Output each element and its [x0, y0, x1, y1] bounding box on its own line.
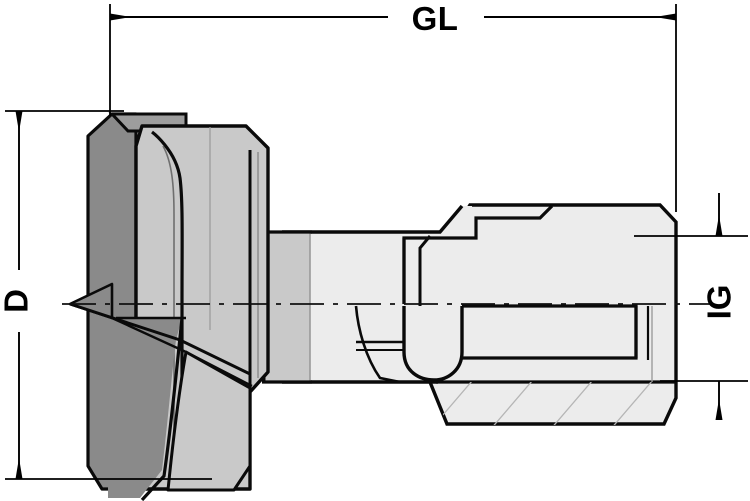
cutter-right-edges — [209, 127, 259, 392]
dimension-ig: IG — [634, 193, 748, 420]
flute-curve-upper — [151, 130, 184, 489]
hatch-line — [609, 382, 659, 425]
shoulder-fill — [262, 232, 310, 382]
collet-throat-taper — [418, 235, 432, 306]
cutter-lower-right-block — [166, 350, 252, 492]
ig-label: IG — [701, 285, 738, 320]
cutter-tip-cut-edge — [69, 302, 251, 376]
shank-top-edge — [282, 204, 464, 234]
collet-u-slot — [402, 306, 464, 382]
tool-body-group — [68, 112, 678, 501]
dimension-d: D — [0, 110, 212, 480]
cutter-lower-chip-face — [108, 317, 184, 501]
chip-face-fill — [108, 318, 182, 498]
shank-fill — [282, 206, 472, 418]
collet-throat-curve — [354, 305, 401, 384]
cutter-lower-right-profile — [166, 350, 252, 492]
chip-face-curve — [140, 317, 184, 501]
flute-curve-inner — [162, 145, 175, 489]
dimension-gl: GL — [109, 0, 677, 212]
hatch-line — [549, 382, 599, 425]
d-label: D — [0, 289, 35, 313]
gl-label: GL — [412, 0, 459, 37]
hatch-line — [489, 382, 539, 425]
cutter-flute-edge — [151, 130, 184, 489]
